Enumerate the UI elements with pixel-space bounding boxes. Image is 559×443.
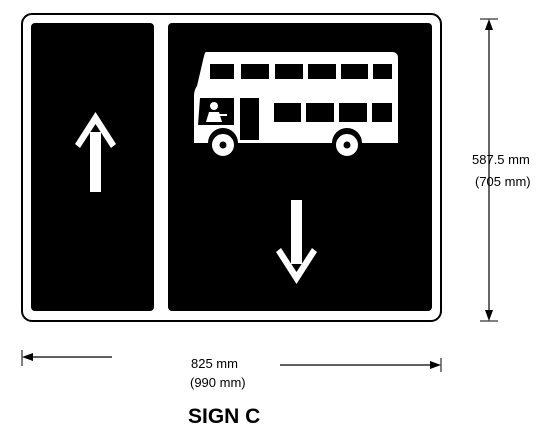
height-alt-label: (705 mm) [475, 174, 531, 189]
up-arrow-icon [75, 112, 116, 192]
width-alt-label: (990 mm) [190, 375, 246, 390]
width-dimension-line [21, 350, 442, 372]
width-label: 825 mm [191, 356, 238, 371]
sign-caption: SIGN C [188, 405, 260, 428]
height-dimension-line [480, 18, 498, 322]
down-arrow-icon [276, 200, 317, 284]
height-label: 587.5 mm [472, 152, 530, 167]
double-decker-bus-icon [194, 52, 398, 158]
